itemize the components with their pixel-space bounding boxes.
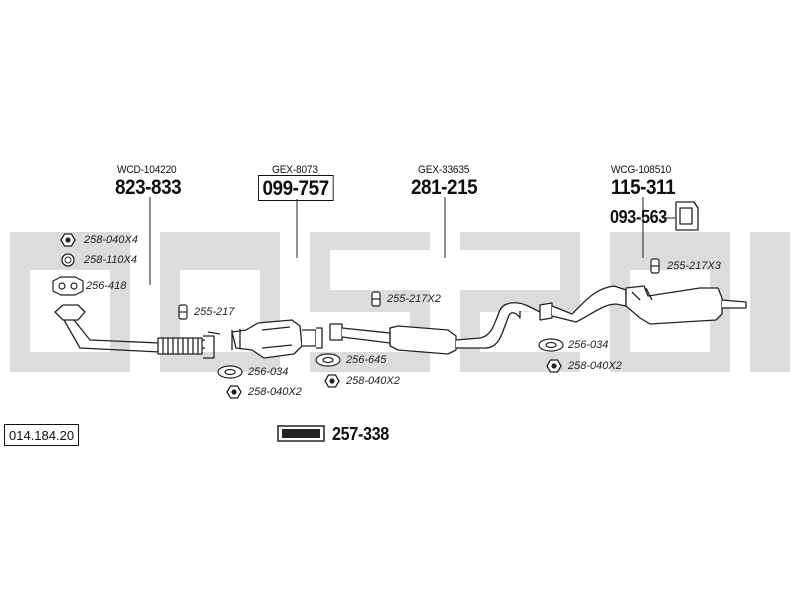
part-number-label: 099-757 (258, 175, 334, 201)
clamp-icon (178, 304, 188, 320)
middle-silencer (329, 302, 541, 355)
clamp-icon (371, 291, 381, 307)
gasket-icon (52, 276, 84, 296)
rear-silencer (539, 285, 747, 325)
nut-icon (324, 374, 340, 388)
small-part-label: 258-110X4 (84, 254, 138, 266)
small-part-label: 258-040X2 (248, 386, 302, 398)
part-code-label: WCG-108510 (611, 164, 672, 176)
ring-icon (61, 253, 75, 267)
nut-icon (546, 359, 562, 373)
small-part-label: 255-217X3 (667, 260, 721, 272)
gasket-icon (315, 353, 341, 367)
small-part-label: 258-040X2 (346, 375, 400, 387)
part-number-label: 115-311 (611, 176, 676, 199)
mount-kit-number: 257-338 (332, 424, 389, 444)
bracket-icon (675, 201, 699, 231)
part-code-label: GEX-8073 (272, 164, 318, 176)
small-part-label: 258-040X2 (568, 360, 622, 372)
nut-icon (60, 233, 76, 247)
part-number-label: 823-833 (115, 176, 182, 199)
part-number-label: 281-215 (411, 176, 478, 199)
small-part-label: 256-645 (346, 354, 387, 366)
gasket-icon (538, 338, 564, 352)
small-part-label: 258-040X4 (84, 234, 138, 246)
catalytic-converter (231, 319, 323, 359)
part-code-label: GEX-33635 (418, 164, 470, 176)
small-part-label: 256-418 (86, 280, 127, 292)
part-code-label: WCD-104220 (117, 164, 177, 176)
gasket-icon (217, 365, 243, 379)
small-part-label: 255-217X2 (387, 293, 441, 305)
nut-icon (226, 385, 242, 399)
bracket-part-number: 093-563 (610, 207, 667, 227)
front-pipe (54, 304, 221, 359)
assembly-reference: 014.184.20 (4, 424, 80, 446)
clamp-icon (650, 258, 660, 274)
small-part-label: 256-034 (568, 339, 609, 351)
small-part-label: 256-034 (248, 366, 289, 378)
small-part-label: 255-217 (194, 306, 235, 318)
mount-kit-logo (277, 425, 325, 442)
